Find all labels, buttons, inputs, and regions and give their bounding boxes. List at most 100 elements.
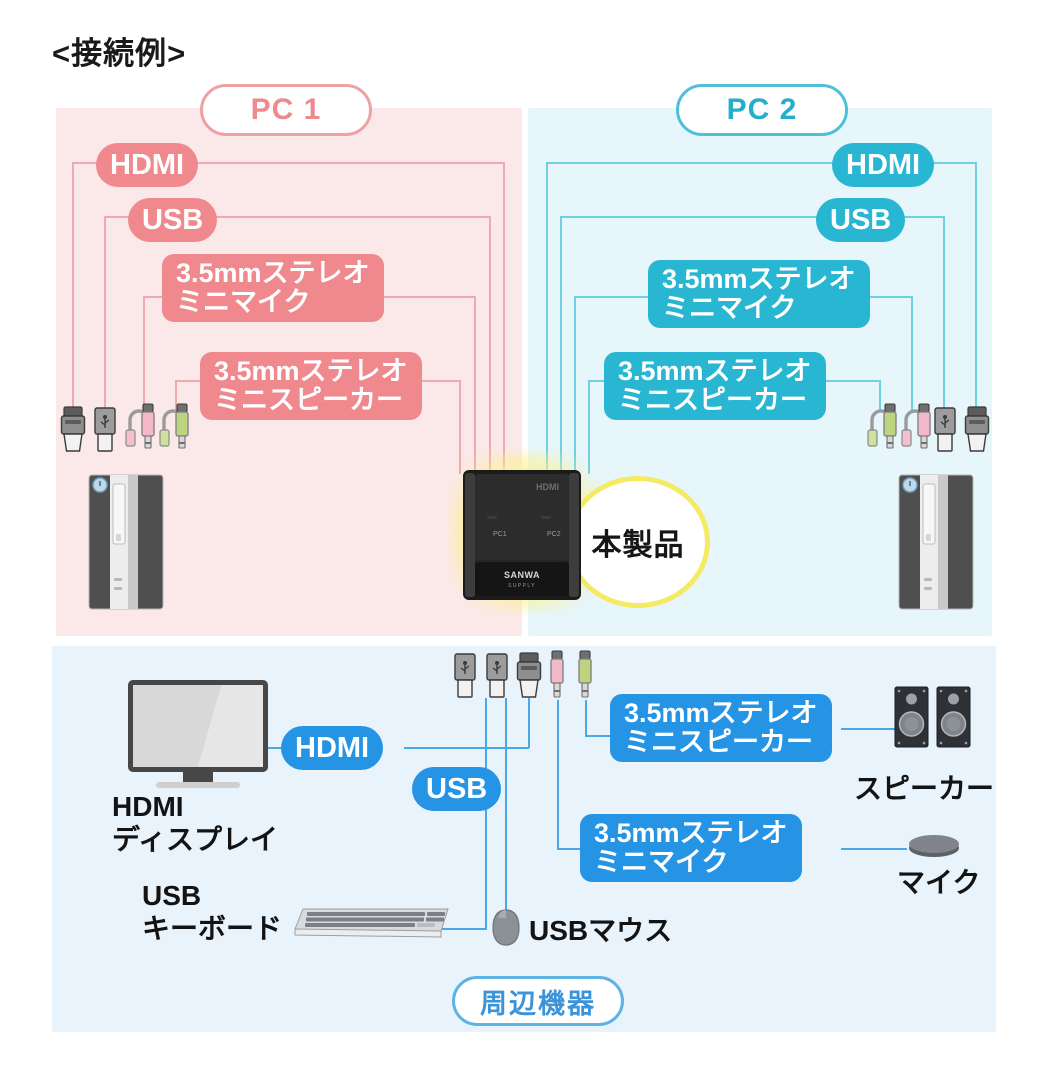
pc1-hdmi-line-down — [503, 162, 505, 474]
chip-periph-mic: 3.5mmステレオ ミニマイク — [580, 814, 802, 882]
pc1-tower-icon — [88, 474, 164, 610]
pill-pc2-label: PC 2 — [726, 93, 798, 126]
display-caption: HDMI ディスプレイ — [112, 790, 278, 856]
pc1-usb-line-h — [104, 216, 490, 218]
display-stand-neck — [183, 772, 213, 782]
periph-spk-line-up — [585, 700, 587, 735]
pc2-usb-line-v — [943, 216, 945, 412]
page-title: <接続例> — [52, 36, 187, 71]
periph-speaker-35mm-plug-icon — [578, 650, 592, 698]
pc1-hdmi-line-v — [72, 162, 74, 412]
pc2-hdmi-line-down — [546, 162, 548, 474]
chip-line1: 3.5mmステレオ — [176, 258, 370, 289]
pc2-speaker-35mm-plug-icon — [867, 403, 897, 449]
periph-mic-35mm-plug-icon — [550, 650, 564, 698]
chip-periph-speaker: 3.5mmステレオ ミニスピーカー — [610, 694, 832, 762]
chip-line1: 3.5mmステレオ — [662, 264, 856, 295]
chip-pc2-hdmi: HDMI — [832, 143, 935, 187]
periph-kb-line-up — [485, 808, 487, 930]
pc2-tower-icon — [898, 474, 974, 610]
periph-mic-line-h — [557, 848, 585, 850]
periph-usb-plug-2-icon — [486, 653, 508, 698]
periph-hdmi-line-right — [404, 747, 529, 749]
svg-text:PC2: PC2 — [547, 531, 561, 538]
pill-pc1: PC 1 — [200, 84, 372, 136]
chip-line2: ミニスピーカー — [618, 385, 807, 415]
chip-line1: 3.5mmステレオ — [618, 356, 812, 387]
pc2-spk-line-v — [879, 380, 881, 412]
product-label: 本製品 — [591, 529, 685, 562]
pc1-hdmi-line-h — [72, 162, 504, 164]
display-caption-line1: HDMI — [112, 791, 184, 822]
pc2-spk-line-down — [588, 380, 590, 474]
chip-line2: ミニマイク — [594, 847, 729, 877]
pill-peripherals: 周辺機器 — [452, 976, 624, 1026]
pc2-mic-line-v — [911, 296, 913, 412]
product-kvm-switch-icon: HDMI PC1 PC2 SANWA SUPPLY — [463, 470, 581, 600]
pc2-hdmi-line-h — [546, 162, 977, 164]
keyboard-caption: USB キーボード — [142, 879, 282, 945]
chip-pc2-speaker: 3.5mmステレオ ミニスピーカー — [604, 352, 826, 420]
svg-text:PC1: PC1 — [493, 531, 507, 538]
pc1-hdmi-plug-icon — [60, 406, 86, 452]
chip-periph-usb: USB — [412, 767, 502, 811]
chip-pc1-hdmi: HDMI — [96, 143, 199, 187]
chip-line1: 3.5mmステレオ — [624, 698, 818, 729]
periph-mic-line-right — [841, 848, 907, 850]
keyboard-caption-line2: キーボード — [142, 913, 283, 945]
chip-line1: HDMI — [295, 731, 370, 764]
periph-kb-line — [442, 928, 486, 930]
pc2-hdmi-plug-icon — [964, 406, 990, 452]
periph-spk-line-h — [585, 735, 611, 737]
mouse-icon — [492, 909, 520, 946]
periph-usb-plug-1-icon — [454, 653, 476, 698]
pc1-mic-35mm-plug-icon — [125, 403, 155, 449]
mouse-caption: USBマウス — [529, 915, 673, 946]
chip-line2: ミニマイク — [662, 293, 797, 323]
pc1-spk-line-v — [175, 380, 177, 412]
speakers-icon — [894, 686, 971, 748]
keyboard-icon — [294, 908, 449, 938]
chip-pc2-usb: USB — [816, 198, 906, 242]
pill-peripherals-label: 周辺機器 — [480, 988, 596, 1019]
chip-line1: USB — [830, 203, 892, 236]
microphone-icon — [909, 835, 959, 857]
pc1-speaker-35mm-plug-icon — [159, 403, 189, 449]
svg-text:SUPPLY: SUPPLY — [508, 583, 536, 589]
pc2-usb-plug-icon — [934, 407, 956, 452]
display-caption-line2: ディスプレイ — [112, 824, 279, 856]
svg-text:HDMI: HDMI — [536, 482, 559, 492]
pc1-usb-line-down — [489, 216, 491, 474]
chip-pc1-speaker: 3.5mmステレオ ミニスピーカー — [200, 352, 422, 420]
chip-line1: 3.5mmステレオ — [594, 818, 788, 849]
pc1-mic-line-v — [143, 296, 145, 412]
keyboard-caption-line1: USB — [142, 880, 202, 911]
periph-mouse-line — [505, 698, 507, 910]
chip-line1: USB — [142, 203, 204, 236]
pc1-spk-line-down — [459, 380, 461, 474]
pc2-usb-line-down — [560, 216, 562, 474]
pc1-mic-line-down — [474, 296, 476, 474]
periph-mic-line-up — [557, 700, 559, 848]
display-stand-base — [156, 782, 240, 788]
svg-text:SANWA: SANWA — [504, 570, 540, 580]
chip-line1: USB — [426, 772, 488, 805]
microphone-caption: マイク — [897, 867, 981, 898]
chip-line1: HDMI — [110, 148, 185, 181]
pc2-hdmi-line-v — [975, 162, 977, 412]
chip-line2: ミニスピーカー — [624, 727, 813, 757]
pc1-usb-line-v — [104, 216, 106, 412]
chip-pc2-mic: 3.5mmステレオ ミニマイク — [648, 260, 870, 328]
chip-periph-hdmi: HDMI — [281, 726, 384, 770]
chip-line2: ミニマイク — [176, 287, 311, 317]
pc2-usb-line-h — [560, 216, 945, 218]
chip-pc1-usb: USB — [128, 198, 218, 242]
product-callout-circle: 本製品 — [566, 476, 710, 608]
chip-line1: HDMI — [846, 148, 921, 181]
chip-line2: ミニスピーカー — [214, 385, 403, 415]
periph-hdmi-plug-icon — [516, 652, 542, 698]
chip-line1: 3.5mmステレオ — [214, 356, 408, 387]
pill-pc1-label: PC 1 — [250, 93, 322, 126]
periph-hdmi-line-left — [268, 747, 292, 749]
periph-usb1-line-top — [485, 698, 487, 770]
